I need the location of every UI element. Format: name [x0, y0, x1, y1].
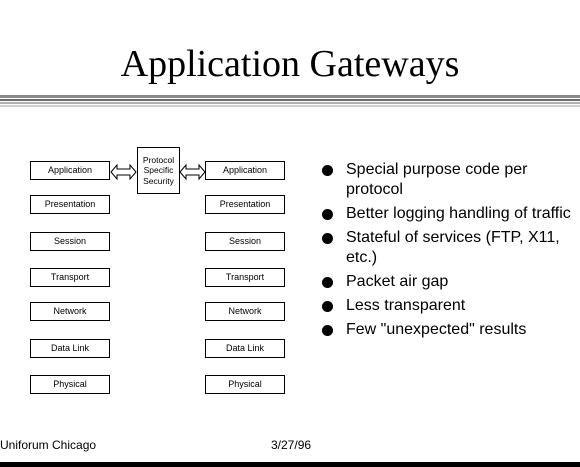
left-layer-presentation: Presentation — [30, 195, 110, 214]
bullet-item: Stateful of services (FTP, X11, etc.) — [322, 228, 572, 268]
slide-title: Application Gateways — [120, 43, 460, 85]
right-layer-application: Application — [205, 161, 285, 180]
bottom-bar — [0, 462, 580, 467]
right-layer-presentation: Presentation — [205, 195, 285, 214]
protocol-specific-security-box: Protocol Specific Security — [137, 147, 180, 194]
bullet-item: Few "unexpected" results — [322, 320, 572, 340]
right-layer-network: Network — [205, 302, 285, 321]
left-layer-network: Network — [30, 302, 110, 321]
title-divider — [0, 95, 580, 107]
footer-organization: Uniforum Chicago — [0, 438, 97, 452]
right-layer-transport: Transport — [205, 268, 285, 287]
bullet-item: Less transparent — [322, 296, 572, 316]
left-layer-data-link: Data Link — [30, 339, 110, 358]
protocol-box-line: Specific — [143, 165, 174, 176]
bullet-item: Packet air gap — [322, 272, 572, 292]
left-layer-session: Session — [30, 232, 110, 251]
right-layer-physical: Physical — [205, 375, 285, 394]
right-layer-data-link: Data Link — [205, 339, 285, 358]
right-layer-session: Session — [205, 232, 285, 251]
left-layer-transport: Transport — [30, 268, 110, 287]
left-layer-physical: Physical — [30, 375, 110, 394]
bullet-item: Special purpose code per protocol — [322, 160, 572, 200]
footer-date: 3/27/96 — [271, 438, 312, 452]
bullet-item: Better logging handling of traffic — [322, 204, 572, 224]
bullet-list: Special purpose code per protocol Better… — [322, 160, 572, 344]
protocol-box-line: Security — [143, 175, 174, 186]
left-double-arrow-icon — [110, 163, 137, 181]
right-double-arrow-icon — [179, 163, 206, 181]
left-layer-application: Application — [30, 161, 110, 180]
protocol-box-line: Protocol — [142, 154, 175, 165]
